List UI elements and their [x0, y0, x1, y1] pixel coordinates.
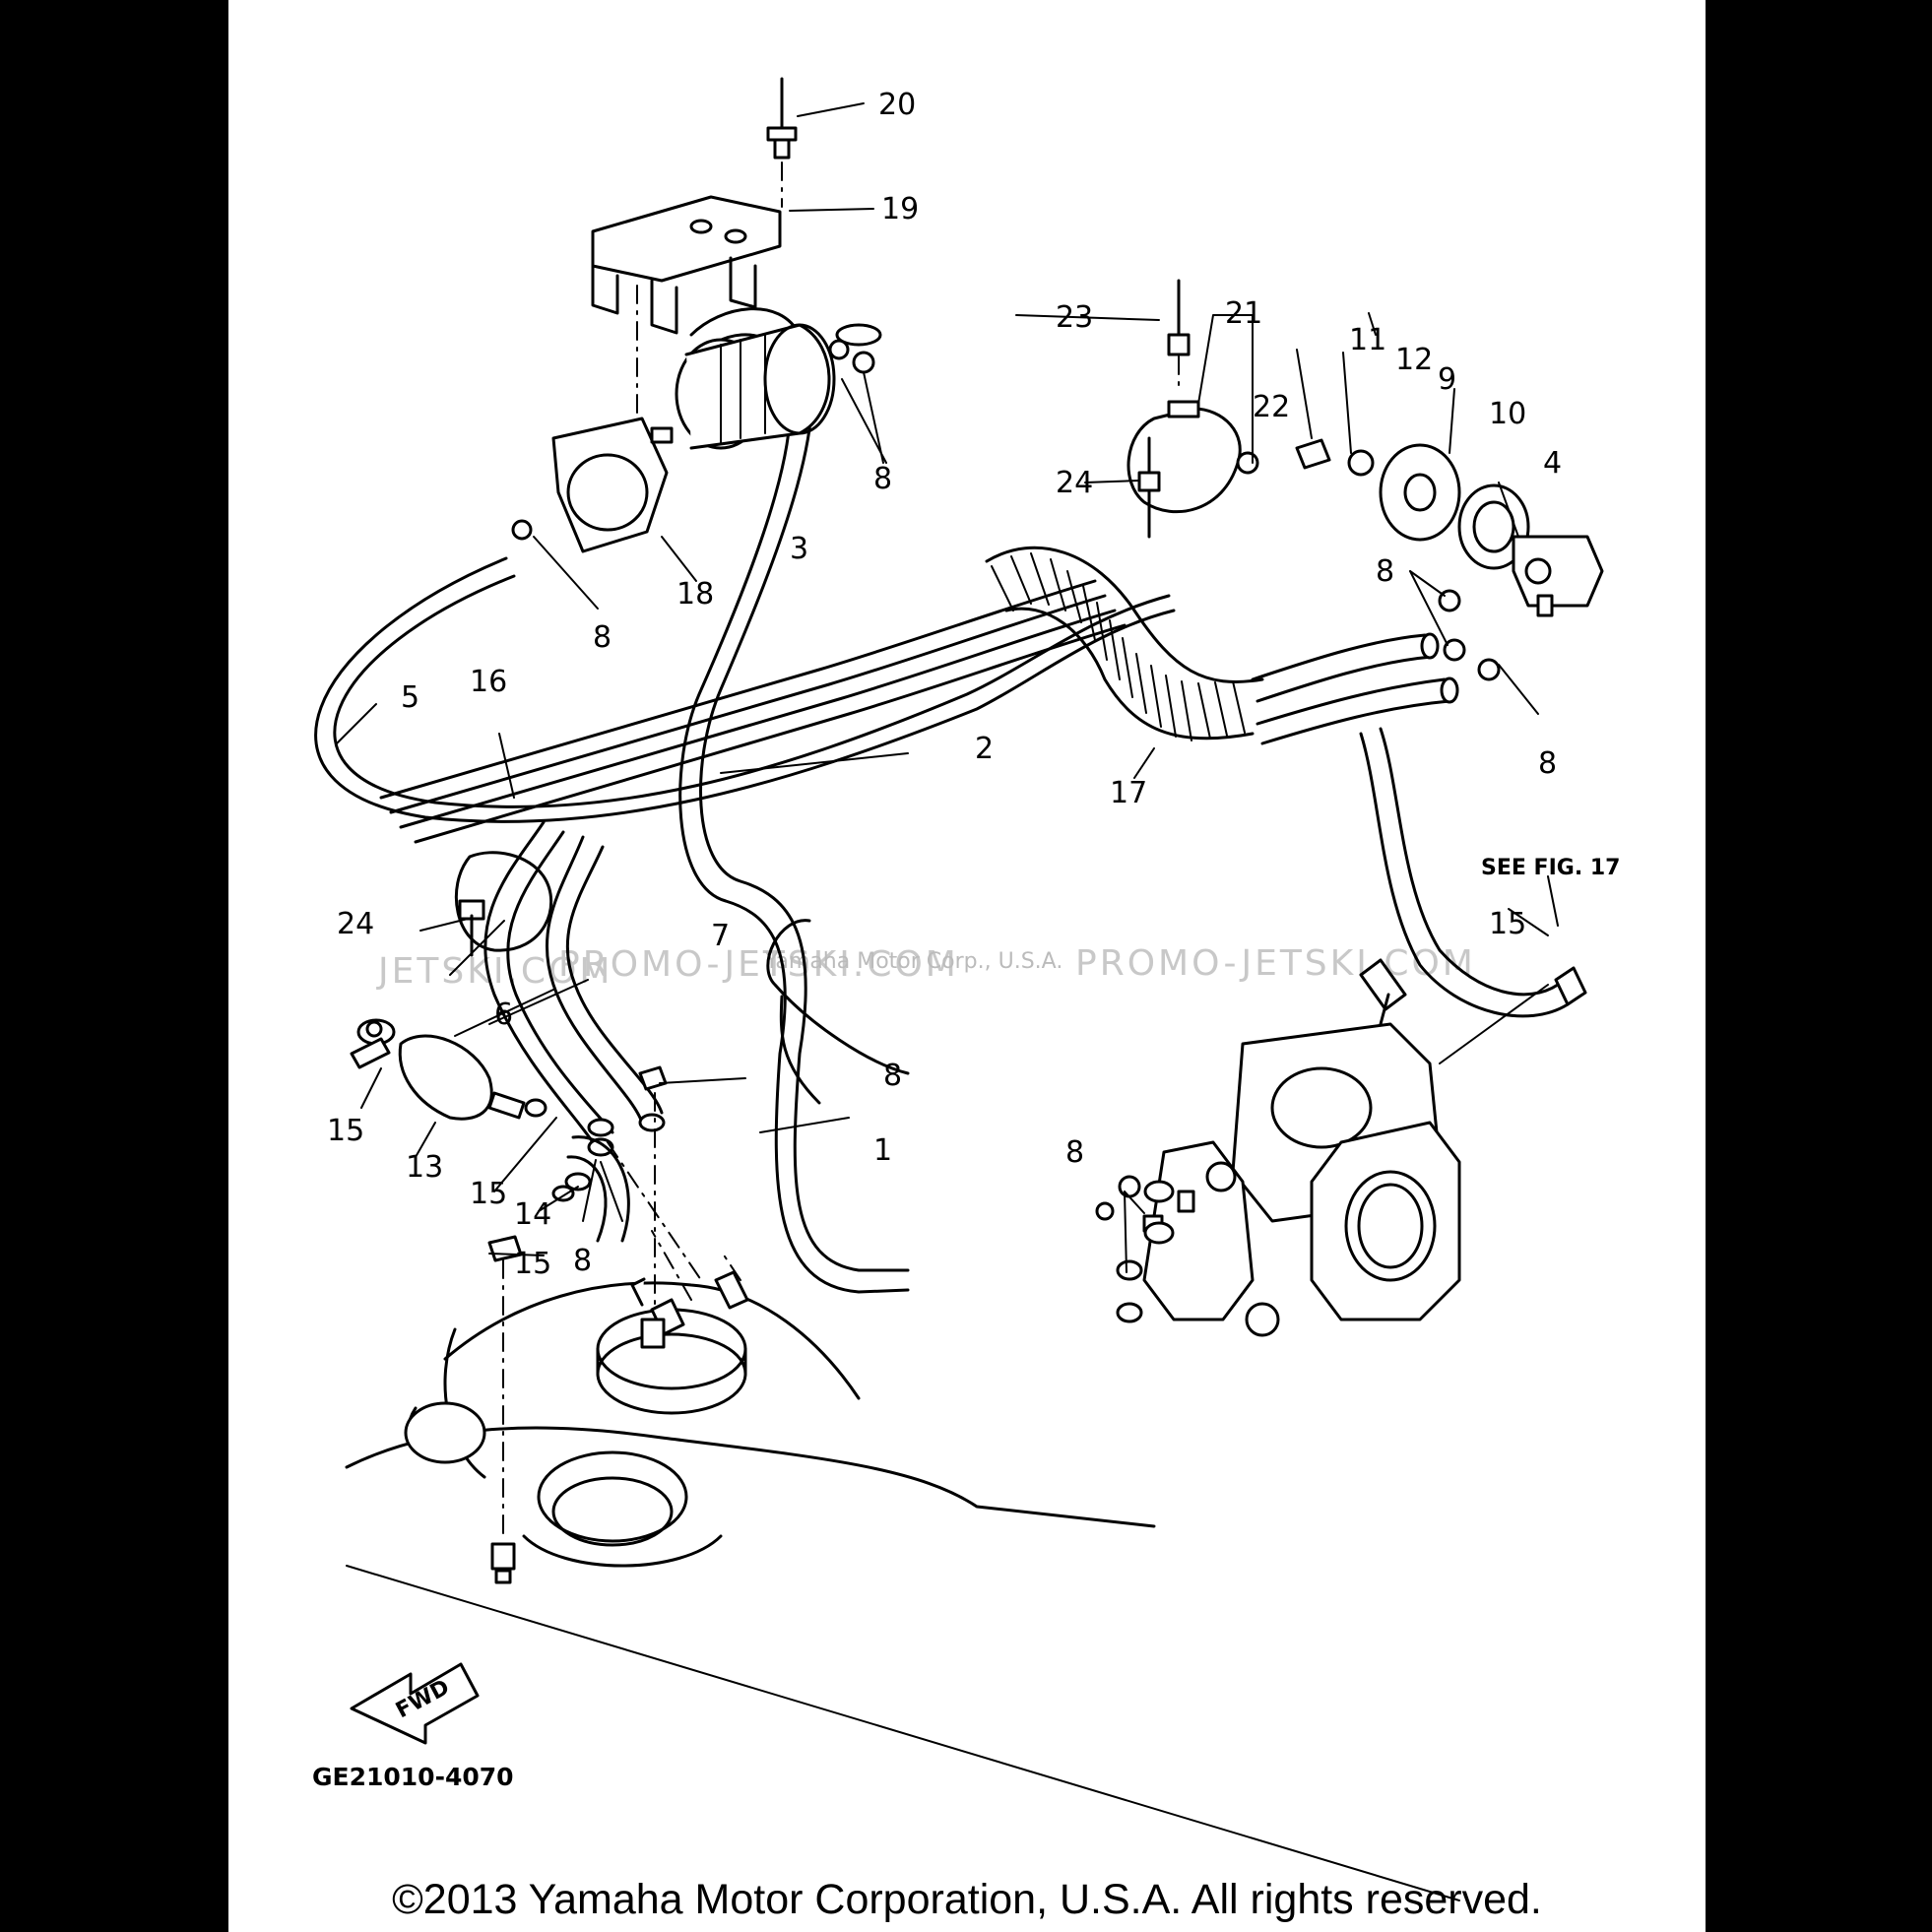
bolt-20	[766, 77, 798, 208]
callout-8: 8	[1376, 554, 1394, 589]
drawing-code: GE21010-4070	[312, 1763, 514, 1791]
callout-9: 9	[1438, 362, 1456, 397]
callout-14: 14	[514, 1197, 551, 1232]
callout-8: 8	[573, 1244, 592, 1278]
clamps-upper	[511, 323, 882, 541]
callout-15: 15	[1489, 907, 1526, 941]
callout-7: 7	[711, 919, 730, 953]
callout-20: 20	[878, 88, 916, 122]
callout-8: 8	[1065, 1135, 1084, 1170]
callout-4: 4	[1543, 446, 1562, 481]
see-fig-label: SEE FIG. 17	[1481, 856, 1620, 880]
band-24	[454, 851, 553, 957]
callout-12: 12	[1395, 343, 1433, 377]
hose-right-pair	[1251, 632, 1587, 1018]
corrugated-hose-17	[985, 546, 1264, 741]
callouts: 20 19 8 3 18 8 5 16 2 17 24 7 6 8 1 8 15…	[312, 88, 1620, 1791]
callout-22: 22	[1253, 390, 1290, 424]
hose-bundle	[314, 556, 1176, 844]
callout-8: 8	[1538, 746, 1557, 781]
check-valve-13	[350, 1018, 630, 1243]
callout-15: 15	[470, 1177, 507, 1211]
callout-2: 2	[975, 732, 994, 766]
clamps-throttle	[1116, 1180, 1175, 1323]
hose-1	[766, 919, 910, 1105]
fuel-system-diagram: JETSKI.COM PROMO-JETSKI.COM Yamaha Motor…	[312, 77, 1620, 1901]
fuel-tank	[345, 1281, 1460, 1901]
callout-24: 24	[1056, 466, 1093, 500]
callout-13: 13	[406, 1150, 443, 1185]
callout-15: 15	[514, 1247, 551, 1281]
callout-21: 21	[1225, 296, 1262, 331]
watermark: JETSKI.COM PROMO-JETSKI.COM Yamaha Motor…	[376, 943, 1476, 992]
callout-1: 1	[873, 1133, 892, 1168]
callout-8: 8	[593, 620, 612, 655]
watermark-caption: Yamaha Motor Corp., U.S.A.	[764, 949, 1063, 974]
tank-fittings	[630, 1230, 749, 1336]
watermark-center: PROMO-JETSKI.COM	[558, 944, 959, 985]
callout-17: 17	[1110, 776, 1147, 810]
callout-19: 19	[881, 192, 919, 226]
leader-lines	[336, 102, 1559, 1273]
diagram-sheet: JETSKI.COM PROMO-JETSKI.COM Yamaha Motor…	[228, 0, 1706, 1932]
clamp-21	[1127, 279, 1259, 539]
watermark-right: PROMO-JETSKI.COM	[1075, 943, 1476, 984]
callout-3: 3	[790, 532, 808, 566]
callout-8: 8	[873, 462, 892, 496]
throttle-body	[1095, 958, 1461, 1337]
callout-6: 6	[494, 998, 513, 1032]
callout-11: 11	[1349, 323, 1386, 357]
clamps-right	[1438, 589, 1501, 681]
callout-15: 15	[327, 1114, 364, 1148]
callout-18: 18	[676, 577, 714, 612]
callout-10: 10	[1489, 397, 1526, 431]
holder-18	[551, 417, 669, 553]
callout-5: 5	[401, 680, 419, 715]
callout-24: 24	[337, 907, 374, 941]
fwd-arrow: FWD	[350, 1662, 480, 1745]
valve-assembly	[1295, 438, 1604, 617]
callout-23: 23	[1056, 300, 1093, 335]
hose-6-7	[483, 820, 666, 1157]
copyright-notice: ©2013 Yamaha Motor Corporation, U.S.A. A…	[392, 1876, 1542, 1923]
bracket-19	[591, 195, 782, 424]
callout-16: 16	[470, 665, 507, 699]
filter-3	[650, 323, 836, 450]
fitting-15-line	[487, 1235, 523, 1584]
callout-8: 8	[883, 1059, 902, 1093]
